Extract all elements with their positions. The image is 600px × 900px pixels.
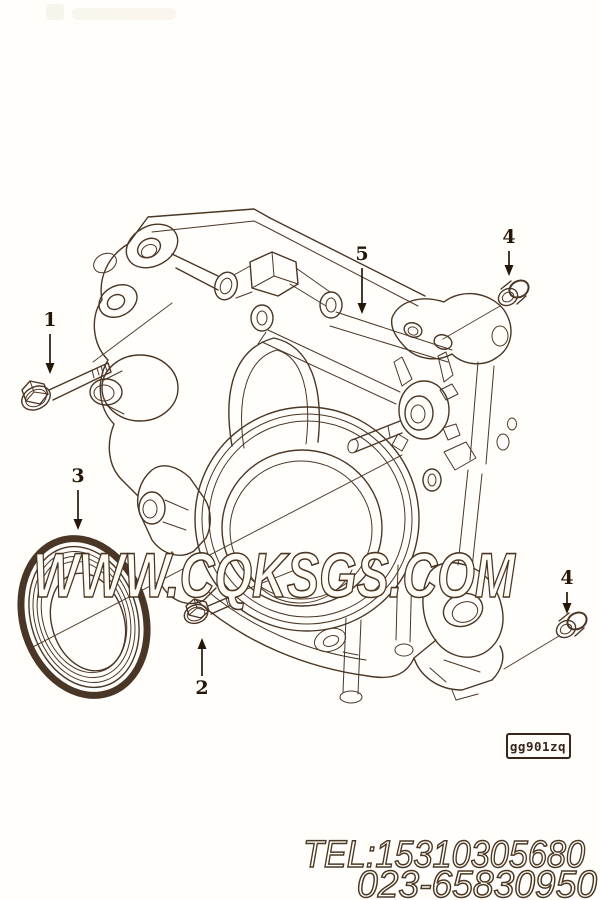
callout-3-label: 3 xyxy=(71,465,84,487)
callout-4-top-label: 4 xyxy=(502,226,515,248)
alt-phone-line: 023-65830950 xyxy=(357,864,597,900)
callout-2: 2 xyxy=(195,638,209,699)
part-plug-bottom xyxy=(555,611,588,639)
callout-4-top: 4 xyxy=(502,226,516,276)
watermark-text: WWW.CQKSGS.COM xyxy=(33,541,516,611)
callout-3: 3 xyxy=(71,465,85,530)
tel-line: TEL:15310305680 xyxy=(303,834,585,876)
callout-1: 1 xyxy=(43,309,57,374)
callout-5: 5 xyxy=(355,243,369,314)
part-plug-top xyxy=(497,279,530,307)
gear-housing-cover-drawing xyxy=(89,208,517,704)
part-code-text: gg901zq xyxy=(510,739,566,754)
faint-artifact xyxy=(46,4,176,20)
part-code-box: gg901zq xyxy=(506,733,571,759)
leader-lines xyxy=(28,302,560,670)
part-bolt-long xyxy=(21,362,112,411)
callout-4-bottom: 4 xyxy=(560,567,574,614)
part-bolt-short xyxy=(183,594,237,625)
part-oil-seal xyxy=(17,535,151,699)
callout-2-label: 2 xyxy=(195,677,208,699)
callout-4-bottom-label: 4 xyxy=(560,567,573,589)
contact-numbers: TEL:15310305680 023-65830950 xyxy=(302,833,598,900)
callout-1-label: 1 xyxy=(43,309,56,331)
callout-5-label: 5 xyxy=(355,243,368,265)
